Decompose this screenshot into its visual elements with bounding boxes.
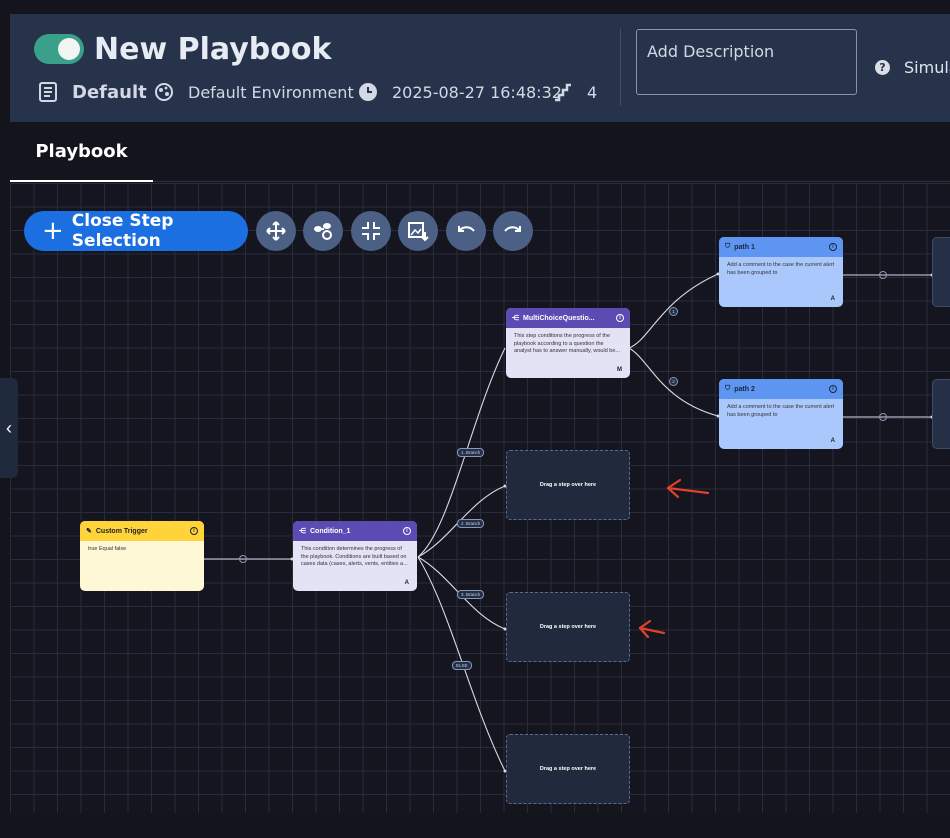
branch-label[interactable]: 3. Branch — [457, 590, 485, 599]
steps-icon — [555, 83, 571, 102]
move-button[interactable] — [256, 211, 296, 251]
condition-icon: ⋲ — [299, 528, 306, 535]
close-step-selection-label: Close Step Selection — [71, 211, 174, 251]
side-panel-toggle[interactable]: ‹ — [0, 378, 18, 478]
offscreen-step[interactable] — [932, 379, 950, 449]
condition-icon: ⋲ — [512, 315, 519, 322]
multichoice-corner: M — [617, 367, 622, 373]
arrange-icon — [314, 223, 332, 240]
condition-corner: A — [404, 580, 409, 586]
tab-playbook[interactable]: Playbook — [10, 122, 153, 182]
redo-icon — [504, 226, 521, 232]
move-icon — [266, 221, 286, 241]
export-image-icon — [408, 222, 429, 242]
playbook-enabled-toggle[interactable] — [34, 34, 84, 64]
undo-icon — [458, 226, 475, 232]
multichoice-title: MultiChoiceQuestio... — [523, 314, 595, 322]
redo-button[interactable] — [493, 211, 533, 251]
shield-icon: ⛉ — [725, 385, 731, 392]
description-field[interactable]: Add Description — [636, 29, 857, 95]
step-count: 4 — [587, 82, 598, 102]
environment-meta[interactable]: Default Environment — [154, 80, 354, 104]
info-icon[interactable]: i — [190, 527, 198, 535]
help-icon[interactable]: ? — [875, 60, 890, 75]
info-icon[interactable]: i — [616, 314, 624, 322]
timestamp-meta: 2025-08-27 16:48:32 — [358, 80, 562, 104]
trigger-body: true Equal false — [88, 546, 127, 552]
multichoice-body: This step conditions the progress of the… — [514, 333, 620, 354]
clock-icon — [359, 83, 377, 101]
trigger-step[interactable]: ✎ Custom Trigger i true Equal false — [80, 521, 204, 591]
environment-label: Default Environment — [188, 82, 354, 102]
multichoice-step[interactable]: ⋲ MultiChoiceQuestio... i This step cond… — [506, 308, 630, 378]
condition-title: Condition_1 — [310, 527, 351, 535]
info-icon[interactable]: i — [829, 385, 837, 393]
question-branch-label[interactable]: 2 — [669, 377, 678, 386]
header-divider — [620, 28, 621, 106]
category-label: Default — [72, 81, 147, 103]
shield-icon: ⛉ — [725, 243, 731, 250]
simulator-toggle[interactable]: ? Simula — [875, 58, 950, 77]
path1-step[interactable]: ⛉ path 1 i Add a comment to the case the… — [719, 237, 843, 307]
undo-button[interactable] — [446, 211, 486, 251]
toggle-knob — [58, 38, 80, 60]
drop-zone[interactable]: Drag a step over here — [506, 592, 630, 662]
path2-title: path 2 — [734, 385, 755, 393]
path1-title: path 1 — [734, 243, 755, 251]
path2-step[interactable]: ⛉ path 2 i Add a comment to the case the… — [719, 379, 843, 449]
environment-icon — [155, 83, 173, 101]
trigger-icon: ✎ — [86, 528, 92, 535]
simulator-label: Simula — [904, 58, 950, 77]
condition-body: This condition determines the progress o… — [301, 546, 408, 567]
branch-label[interactable]: ELSE — [452, 661, 472, 670]
path1-corner: A — [830, 296, 835, 302]
auto-arrange-button[interactable] — [303, 211, 343, 251]
branch-label[interactable]: 2. Branch — [457, 519, 485, 528]
plus-icon: + — [42, 216, 64, 246]
category-meta[interactable]: Default — [38, 80, 147, 104]
close-step-selection-button[interactable]: + Close Step Selection — [24, 211, 248, 251]
path2-corner: A — [830, 438, 835, 444]
page-title[interactable]: New Playbook — [94, 32, 332, 67]
collapse-icon — [362, 222, 380, 240]
path1-body: Add a comment to the case the current al… — [727, 262, 835, 276]
info-icon[interactable]: i — [403, 527, 411, 535]
steps-meta: 4 — [553, 80, 597, 104]
path2-body: Add a comment to the case the current al… — [727, 404, 835, 418]
branch-label[interactable]: 1. Branch — [457, 448, 485, 457]
question-branch-label[interactable]: 1 — [669, 307, 678, 316]
drop-zone[interactable]: Drag a step over here — [506, 734, 630, 804]
drop-zone[interactable]: Drag a step over here — [506, 450, 630, 520]
chevron-left-icon: ‹ — [6, 417, 12, 438]
offscreen-step[interactable] — [932, 237, 950, 307]
info-icon[interactable]: i — [829, 243, 837, 251]
collapse-button[interactable] — [351, 211, 391, 251]
export-image-button[interactable] — [398, 211, 438, 251]
tab-bar: Playbook — [10, 122, 950, 182]
playbook-header: New Playbook Default Default Environment… — [10, 14, 950, 122]
trigger-title: Custom Trigger — [95, 527, 148, 535]
document-icon — [39, 82, 57, 102]
timestamp-label: 2025-08-27 16:48:32 — [392, 82, 562, 102]
condition-step[interactable]: ⋲ Condition_1 i This condition determine… — [293, 521, 417, 591]
